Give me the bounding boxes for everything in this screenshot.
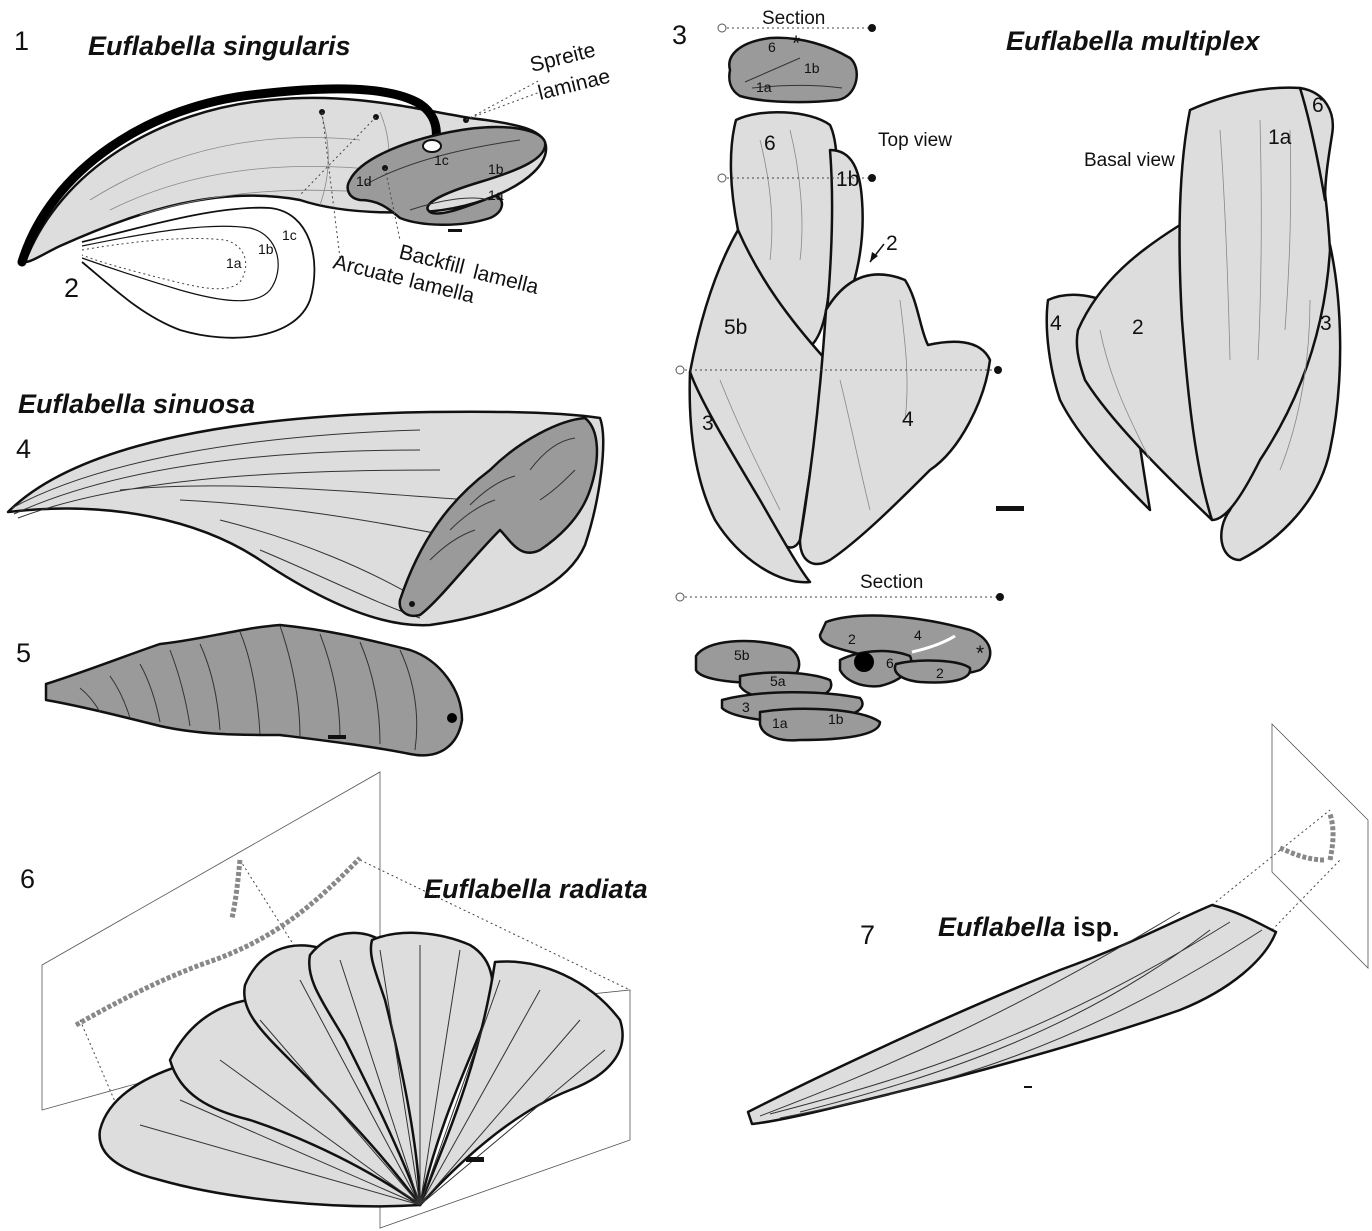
basal-view-labels-1: 6: [1312, 94, 1324, 117]
isp-projection-plane: [1272, 724, 1368, 968]
top-view-label: Top view: [878, 130, 952, 151]
bottom-section-labels-1: 4: [914, 627, 922, 643]
top-view-open-dot-1: [718, 174, 726, 182]
panel-5-tube-dot: [447, 713, 457, 723]
label-1a: 1a: [488, 187, 504, 203]
singularis-tube-opening: [423, 140, 441, 152]
top-section-labels-2: 1a: [756, 79, 772, 95]
basal-view-labels-2: 4: [1050, 312, 1062, 335]
panel-1-number: 1: [14, 26, 29, 56]
bottom-section-lobe-2-right: [895, 661, 970, 683]
panel-6: 6 Euflabella radiata: [20, 772, 648, 1228]
top-section-open-dot: [718, 24, 726, 32]
top-view-lobe-4: [800, 274, 990, 563]
scale-bar-5: [328, 735, 346, 739]
panel-3-taxon: Euflabella multiplex: [1006, 26, 1261, 56]
label-1d: 1d: [356, 173, 372, 189]
bottom-section-labels-3: 2: [936, 665, 944, 681]
bottom-section-labels-0: 2: [848, 631, 856, 647]
panel-3-number: 3: [672, 20, 687, 50]
panel-7-taxon-suffix: isp.: [1066, 912, 1120, 942]
panel-6-number: 6: [20, 864, 35, 894]
scale-bar-6: [466, 1157, 484, 1162]
top-view-closed-dot-2: [994, 366, 1002, 374]
panel-7-taxon-italic: Euflabella: [938, 912, 1066, 942]
panel-5-body: [46, 625, 462, 755]
p2-label-1c: 1c: [282, 227, 297, 243]
bottom-section-labels-6: 3: [742, 699, 750, 715]
label-1b: 1b: [488, 161, 504, 177]
panel-4-number: 4: [16, 434, 31, 464]
bottom-section-labels-2: 6: [886, 655, 894, 671]
basal-view-labels-0: 1a: [1268, 126, 1292, 149]
top-view-labels-4: 3: [702, 412, 714, 435]
top-view-labels-1: 1b: [836, 168, 859, 191]
top-view-labels-0: 6: [764, 132, 776, 155]
panel-7: 7 Euflabella isp.: [748, 724, 1368, 1124]
panel-1-taxon: Euflabella singularis: [88, 31, 351, 61]
panel-4: Euflabella sinuosa 4: [8, 389, 603, 625]
bottom-section-labels-5: 5a: [770, 673, 786, 689]
scale-bar-1: [448, 229, 462, 232]
bottom-section-asterisk: *: [976, 642, 984, 665]
p2-label-1b: 1b: [258, 241, 274, 257]
top-view-labels-5: 4: [902, 408, 914, 431]
top-section-closed-dot: [868, 24, 876, 32]
panel-5-number: 5: [16, 638, 31, 668]
panel-5: 5: [16, 625, 462, 755]
label-lamella: lamella: [471, 261, 541, 299]
panel-6-taxon: Euflabella radiata: [424, 874, 648, 904]
scale-bar-3: [996, 506, 1024, 511]
label-1c: 1c: [434, 152, 449, 168]
bottom-section-label: Section: [860, 572, 923, 593]
panel-3: 3 Euflabella multiplex Section * Top vie…: [672, 8, 1340, 740]
scale-bar-7: [1024, 1086, 1032, 1088]
panel-4-taxon: Euflabella sinuosa: [18, 389, 255, 419]
top-section-labels-0: 6: [768, 39, 776, 55]
top-view-labels-3: 5b: [724, 316, 747, 339]
bottom-section-open-dot: [676, 593, 684, 601]
top-view-labels-2: 2: [886, 232, 898, 255]
bottom-section-tube: [854, 652, 874, 672]
top-section-labels-1: 1b: [804, 60, 820, 76]
basal-view-label: Basal view: [1084, 150, 1175, 171]
p2-label-1a: 1a: [226, 255, 242, 271]
panel-7-number: 7: [860, 920, 875, 950]
top-view-open-dot-2: [676, 366, 684, 374]
bottom-section-labels-7: 1a: [772, 715, 788, 731]
bottom-section-labels-4: 5b: [734, 647, 750, 663]
isp-burrow-trace: [1280, 814, 1333, 860]
top-section-asterisk: *: [792, 32, 800, 55]
panel-7-taxon: Euflabella isp.: [938, 912, 1120, 942]
bottom-section-labels-8: 1b: [828, 711, 844, 727]
bottom-section-closed-dot: [996, 593, 1004, 601]
top-section-label: Section: [762, 8, 825, 29]
basal-view-labels-3: 2: [1132, 316, 1144, 339]
basal-view-labels-4: 3: [1320, 312, 1332, 335]
sinuosa-tube-dot: [409, 601, 415, 607]
top-view-closed-dot-1: [868, 174, 876, 182]
panel-2-number: 2: [64, 273, 79, 303]
